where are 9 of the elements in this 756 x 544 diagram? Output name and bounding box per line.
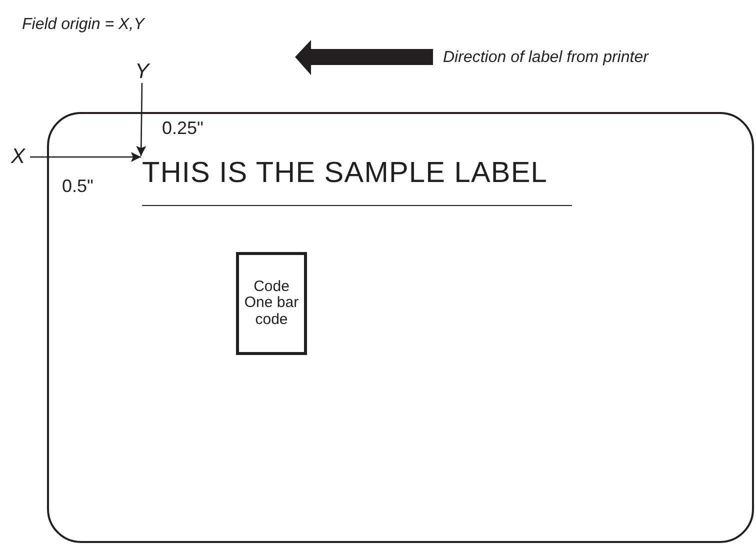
direction-note: Direction of label from printer (443, 49, 648, 67)
axis-letter: X (8, 146, 28, 168)
barcode-box: Code One bar code (236, 252, 307, 355)
label-outline (47, 112, 754, 543)
sample-label-text: THIS IS THE SAMPLE LABEL (142, 157, 582, 191)
dimension-arrow (136, 83, 146, 156)
origin-note: Field origin = X,Y (22, 16, 144, 34)
axis-letter: Y (132, 61, 152, 83)
dimension-arrow (30, 152, 141, 162)
